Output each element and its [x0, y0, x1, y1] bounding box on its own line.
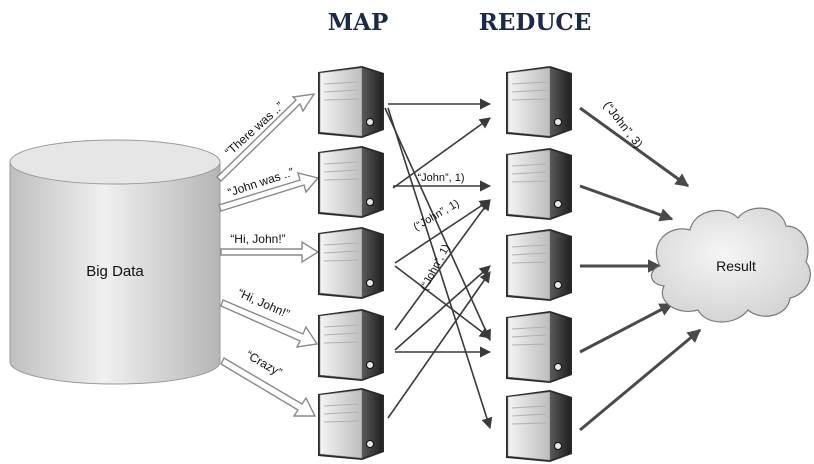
reduce-server: [506, 229, 572, 301]
shuffle-arrow: [387, 107, 493, 430]
map-server: [318, 309, 384, 381]
reduce-server: [506, 148, 572, 220]
shuffle-arrow: [394, 199, 491, 264]
input-arrow-2: [218, 172, 320, 212]
result-cloud: Result: [650, 207, 811, 323]
input-arrows: [216, 93, 320, 417]
shuffle-arrow: [394, 199, 491, 331]
shuffle-arrows: [384, 98, 493, 430]
pair-label-3: (“John”, 1): [418, 242, 452, 292]
input-arrow-3: [220, 240, 320, 264]
shuffle-arrow: [394, 265, 491, 339]
map-header: MAP: [328, 9, 389, 36]
reduce-servers: [506, 66, 572, 462]
reduce-server: [506, 390, 572, 462]
result-label: Result: [716, 258, 756, 274]
shuffle-arrow: [384, 107, 491, 342]
input-label-3: “Hi, John!”: [230, 232, 285, 246]
reduce-arrows: [579, 106, 702, 432]
shuffle-arrow: [387, 271, 491, 419]
map-servers: [318, 66, 384, 460]
big-data-cylinder: Big Data: [9, 139, 221, 385]
shuffle-arrow: [394, 265, 491, 351]
reduce-server: [506, 66, 572, 138]
reduce-arrow: [579, 106, 690, 188]
pair-label-1: “John”, 1): [417, 172, 464, 184]
input-label-1: “There was ..”: [222, 99, 286, 159]
shuffle-arrow: [392, 117, 491, 189]
map-server: [318, 146, 384, 218]
big-data-label: Big Data: [86, 263, 144, 280]
map-server: [318, 388, 384, 460]
map-server: [318, 227, 384, 299]
reduce-label: (“John”, 3): [601, 98, 646, 150]
reduce-arrow: [579, 328, 702, 432]
reduce-arrow: [579, 184, 674, 222]
reduce-header: REDUCE: [479, 9, 591, 36]
input-arrow-4: [220, 299, 319, 348]
reduce-server: [506, 311, 572, 383]
map-server: [318, 66, 384, 138]
reduce-arrow: [579, 302, 674, 354]
input-arrow-1: [216, 93, 316, 182]
input-arrow-5: [220, 357, 317, 417]
